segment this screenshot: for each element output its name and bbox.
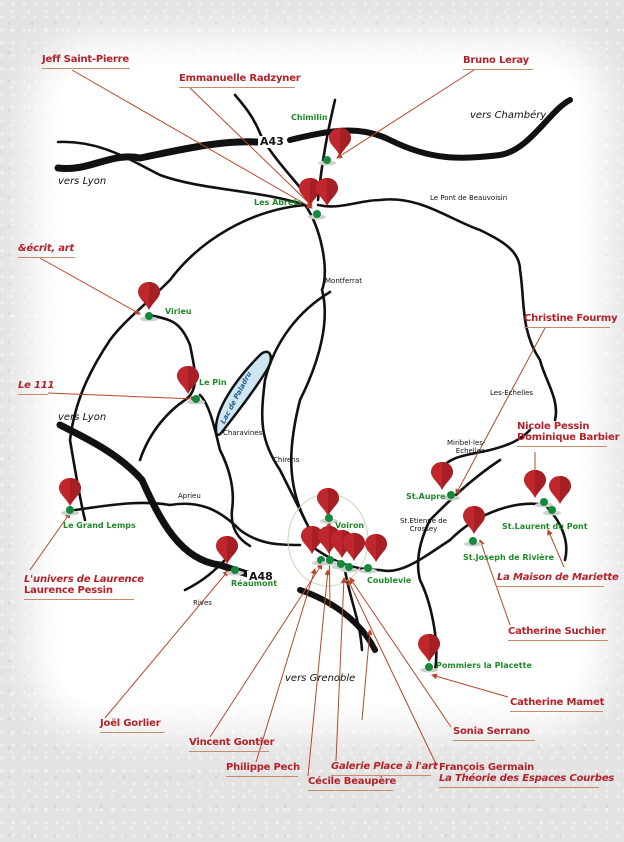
artist-galerie-place-a-lart[interactable]: Galerie Place à l'art	[331, 761, 438, 776]
artist-nicole-pessin-dominique-barbier[interactable]: Nicole Pessin Dominique Barbier	[517, 421, 620, 447]
place-charavines: Charavines	[223, 429, 263, 437]
direction-lyon-north: vers Lyon	[58, 176, 107, 187]
artist-cecile-beaupere[interactable]: Cécile Beaupère	[308, 776, 396, 791]
place-montferrat: Montferrat	[325, 277, 362, 285]
a43-label: A43	[258, 135, 286, 149]
artist-vincent-gontier[interactable]: Vincent Gontier	[189, 737, 275, 752]
artist-jeff-saint-pierre[interactable]: Jeff Saint-Pierre	[42, 54, 130, 69]
town-virieu: Virieu	[165, 307, 192, 316]
artist-philippe-pech[interactable]: Philippe Pech	[226, 762, 300, 777]
town-st-aupre: St.Aupre	[406, 492, 446, 501]
town-reaumont: Réaumont	[231, 579, 278, 588]
place-rives: Rives	[193, 599, 212, 607]
direction-lyon-south: vers Lyon	[58, 412, 107, 423]
town-voiron: Voiron	[335, 521, 365, 530]
artist-la-maison-de-mariette[interactable]: La Maison de Mariette	[497, 572, 619, 587]
artist-le-111[interactable]: Le 111	[18, 380, 55, 395]
artist-bruno-leray[interactable]: Bruno Leray	[463, 55, 533, 70]
artist-francois-germain[interactable]: François Germain La Théorie des Espaces …	[439, 762, 614, 788]
town-st-laurent-du-pont: St.Laurent du Pont	[502, 522, 588, 531]
place-aprieu: Aprieu	[178, 492, 201, 500]
artist-joel-gorlier[interactable]: Joël Gorlier	[100, 718, 165, 733]
leader-lines	[29, 69, 565, 777]
direction-grenoble: vers Grenoble	[285, 673, 356, 684]
place-chirens: Chirens	[273, 456, 300, 464]
direction-chambery: vers Chambéry	[470, 110, 547, 121]
town-pommiers-la-placette: Pommiers la Placette	[436, 661, 532, 670]
artist-christine-fourmy[interactable]: Christine Fourmy	[524, 313, 618, 328]
a48-south	[297, 587, 378, 653]
town-le-grand-lemps: Le Grand Lemps	[63, 521, 136, 530]
place-les-echelles: Les-Echelles	[490, 389, 534, 397]
a48-label: A48	[247, 570, 275, 584]
artist-catherine-mamet[interactable]: Catherine Mamet	[510, 697, 604, 712]
town-st-joseph-de-riviere: St.Joseph de Rivière	[463, 553, 555, 562]
place-st-etienne-de-crossey: St.Etienne de Crossey	[400, 517, 447, 533]
town-les-abrets: Les Abrets	[254, 198, 302, 207]
artist-sonia-serrano[interactable]: Sonia Serrano	[453, 726, 535, 741]
artist-catherine-suchier[interactable]: Catherine Suchier	[508, 626, 608, 641]
town-le-pin: Le Pin	[199, 378, 227, 387]
lake-paladru	[214, 350, 273, 437]
place-pont-de-beauvoisin: Le Pont de Beauvoisin	[430, 194, 508, 202]
artist-emmanuelle-radzyner[interactable]: Emmanuelle Radzyner	[179, 73, 301, 88]
pins	[59, 128, 571, 673]
artist-laurence-pessin[interactable]: L'univers de Laurence Laurence Pessin	[24, 574, 144, 600]
artist-ecrit-art[interactable]: &écrit, art	[18, 243, 75, 258]
town-chimilin: Chimilin	[291, 113, 328, 122]
place-miribel-les-echelles: Miribel-les- Echelles	[447, 439, 486, 455]
a43-west	[54, 138, 262, 173]
town-coublevie: Coublevie	[367, 576, 412, 585]
secondary-roads	[56, 93, 568, 672]
